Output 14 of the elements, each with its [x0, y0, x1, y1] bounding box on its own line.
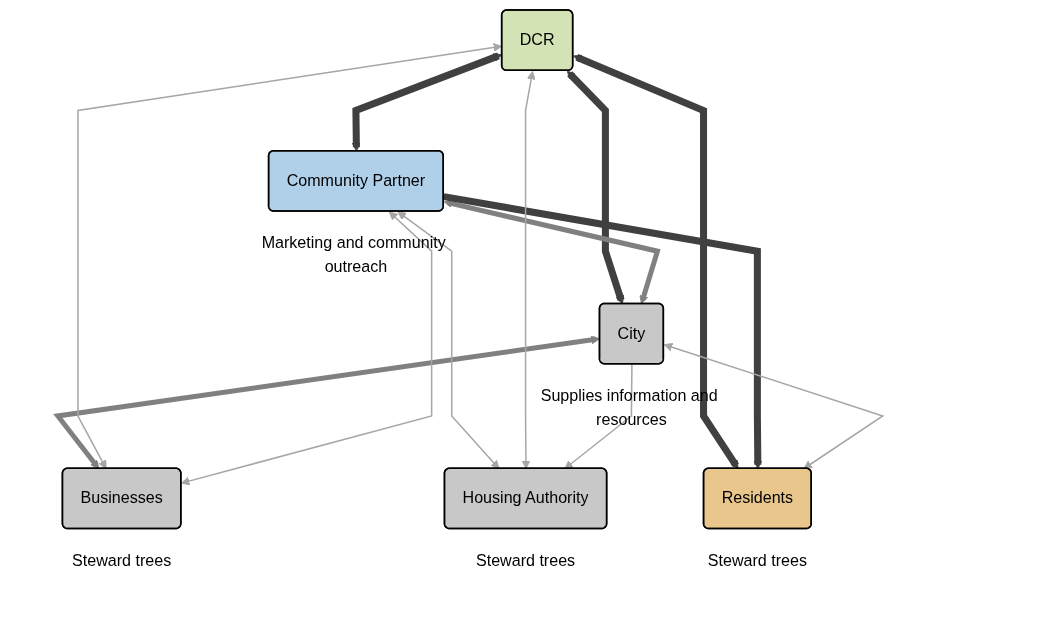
node-label: Steward trees: [707, 551, 807, 569]
arrow: [663, 342, 885, 470]
arrow: [443, 199, 661, 305]
arrow: [521, 70, 536, 470]
arrow: [564, 363, 633, 470]
node-label: Marketing and community outreach: [261, 234, 446, 276]
node-label: Steward trees: [72, 551, 172, 569]
arrow: [397, 211, 500, 470]
arrow: [53, 335, 600, 470]
arrow: [443, 193, 763, 470]
arrow: [566, 70, 625, 305]
arrow: [573, 54, 739, 470]
node-label: Steward trees: [475, 551, 576, 569]
arrow: [180, 211, 433, 486]
